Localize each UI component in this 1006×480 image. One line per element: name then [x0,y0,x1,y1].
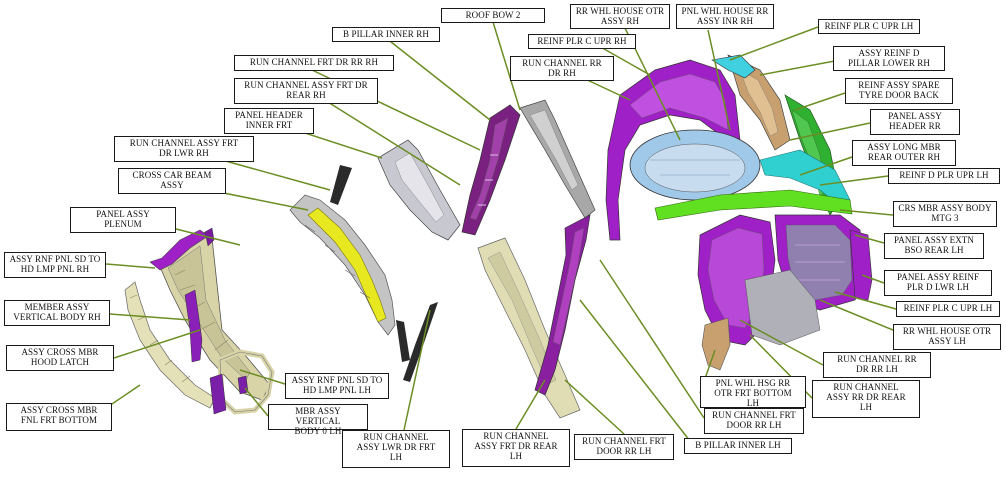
label-crs-mbr-assy-body-mtg-3: CRS MBR ASSY BODY MTG 3 [893,201,997,227]
label-reinf-d-plr-upr-lh: REINF D PLR UPR LH [888,168,1000,184]
part-panel-header-inner-frt [377,139,461,241]
part-rr-whl-house [629,129,761,201]
label-assy-rnf-pnl-sd-to-hd-lmp-pnl-rh: ASSY RNF PNL SD TO HD LMP PNL RH [4,252,106,278]
label-reinf-plr-c-upr-lh: REINF PLR C UPR LH [896,301,1000,317]
label-run-channel-rr-dr-rr-lh: RUN CHANNEL RR DR RR LH [823,352,931,378]
label-reinf-assy-spare-tyre-door-back: REINF ASSY SPARE TYRE DOOR BACK [845,78,953,104]
label-run-channel-assy-frt-dr-rear-lh: RUN CHANNEL ASSY FRT DR REAR LH [462,429,570,467]
label-b-pillar-inner-rh: B PILLAR INNER RH [332,27,440,42]
label-rr-whl-house-otr-assy-lh: RR WHL HOUSE OTR ASSY LH [893,324,1001,350]
label-pnl-whl-hsg-rr-otr-frt-bottom-lh: PNL WHL HSG RR OTR FRT BOTTOM LH [700,376,806,408]
part-reinf-plr-c-upr [711,54,756,79]
label-rr-whl-house-otr-rh: RR WHL HOUSE OTR ASSY RH [570,4,670,29]
label-panel-header-inner-frt: PANEL HEADER INNER FRT [224,108,314,134]
label-run-channel-assy-rr-dr-rear-lh: RUN CHANNEL ASSY RR DR REAR LH [812,380,920,418]
part-pillar-d-lwr-right [849,229,873,301]
parts [124,54,873,419]
part-run-channel-frt-dr-rear-lh [477,237,581,419]
leader-lines [105,21,897,442]
part-cross-car-beam [289,165,410,362]
part-body-side-lower [697,214,866,346]
part-run-channel-lwr-dr-frt-lh [403,302,438,382]
label-reinf-plr-c-upr-rh: REINF PLR C UPR RH [528,34,636,49]
part-crs-mbr-body-mtg [654,189,853,221]
label-run-channel-frt-door-rr-lh: RUN CHANNEL FRT DOOR RR LH [574,434,674,460]
label-run-channel-assy-frt-dr-lwr-rh: RUN CHANNEL ASSY FRT DR LWR RH [114,136,254,162]
label-assy-long-mbr-rear-outer-rh: ASSY LONG MBR REAR OUTER RH [852,140,956,166]
part-member-vertical-body-rh [184,289,203,363]
label-roof-bow-2: ROOF BOW 2 [441,8,545,23]
label-b-pillar-inner-lh: B PILLAR INNER LH [684,438,792,454]
label-run-channel-assy-frt-dr-rear-rh: RUN CHANNEL ASSY FRT DR REAR RH [234,78,378,104]
label-run-channel-frt-dr-rr-rh: RUN CHANNEL FRT DR RR RH [234,55,394,71]
label-run-channel-rr-dr-rh: RUN CHANNEL RR DR RH [510,56,614,81]
label-panel-assy-plenum: PANEL ASSY PLENUM [70,207,176,233]
label-cross-car-beam-assy: CROSS CAR BEAM ASSY [118,168,226,194]
part-b-pillar-inner-rh [461,104,521,236]
label-panel-assy-header-rr: PANEL ASSY HEADER RR [870,109,960,135]
label-mbr-assy-vertical-body-0-lh: MBR ASSY VERTICAL BODY 0 LH [268,404,368,436]
label-assy-cross-mbr-fnl-frt-bottom: ASSY CROSS MBR FNL FRT BOTTOM [6,403,112,431]
label-pnl-whl-house-rr-inr-rh: PNL WHL HOUSE RR ASSY INR RH [676,4,774,29]
label-assy-reinf-d-pillar-lower-rh: ASSY REINF D PILLAR LOWER RH [833,46,945,71]
label-assy-cross-mbr-hood-latch: ASSY CROSS MBR HOOD LATCH [6,345,114,371]
part-hood-latch [217,349,275,415]
label-panel-assy-extn-bso-rear-lh: PANEL ASSY EXTN BSO REAR LH [884,233,984,259]
label-run-channel-assy-lwr-dr-frt-lh: RUN CHANNEL ASSY LWR DR FRT LH [342,430,450,468]
label-panel-assy-reinf-plr-d-lwr-lh: PANEL ASSY REINF PLR D LWR LH [884,270,992,296]
label-assy-rnf-pnl-sd-to-hd-lmp-pnl-lh: ASSY RNF PNL SD TO HD LMP PNL LH [285,373,389,399]
part-roof-bow-2 [519,99,596,219]
part-b-pillar-inner-lh [534,214,591,396]
part-whl-hsg-frt-bottom [701,317,731,371]
label-member-assy-vertical-body-rh: MEMBER ASSY VERTICAL BODY RH [4,300,110,326]
label-run-channel-frt-door-rr-lh-mid: RUN CHANNEL FRT DOOR RR LH [704,408,804,434]
label-reinf-plr-c-upr-lh-top: REINF PLR C UPR LH [818,19,920,34]
